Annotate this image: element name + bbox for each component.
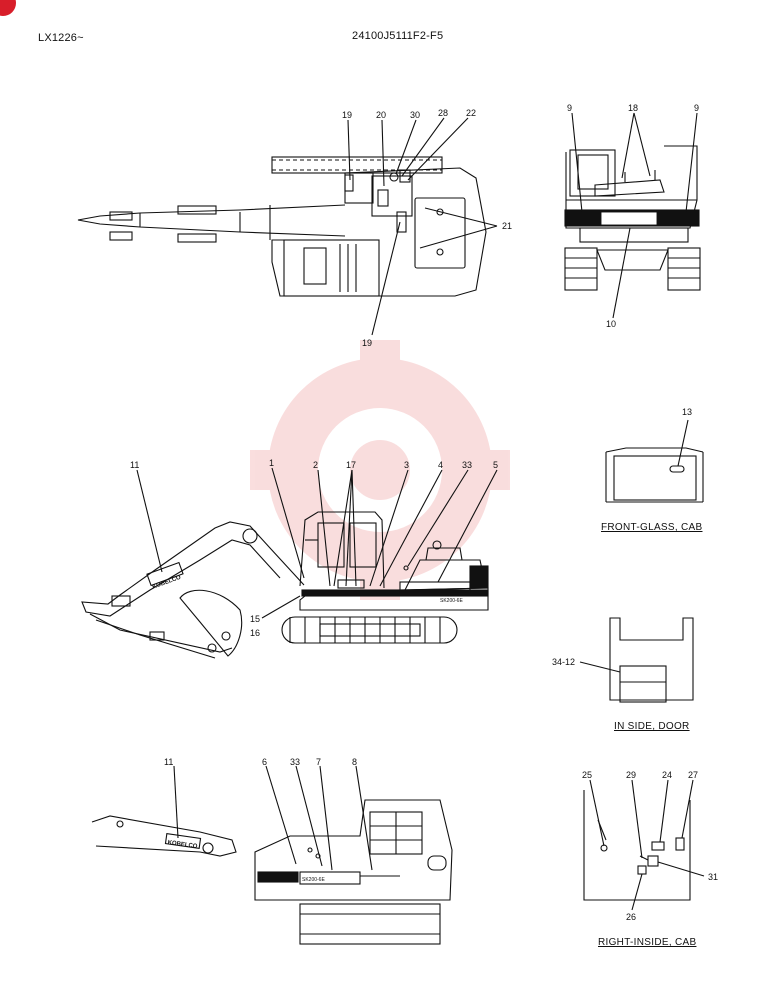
callout-number: 7 bbox=[316, 757, 321, 767]
callout-number: 1 bbox=[269, 458, 274, 468]
callout-number: 33 bbox=[462, 460, 472, 470]
callout-number: 15 bbox=[250, 614, 260, 624]
callout-number: 11 bbox=[164, 757, 173, 767]
corner-badge bbox=[0, 0, 16, 16]
callout-number: 4 bbox=[438, 460, 443, 470]
model-badge-lower: SK200-6E bbox=[302, 877, 325, 883]
top-view-machine bbox=[77, 156, 487, 297]
callout-number: 9 bbox=[567, 103, 572, 113]
callout-number: 18 bbox=[628, 103, 638, 113]
callout-number: 26 bbox=[626, 912, 636, 922]
callout-number: 10 bbox=[606, 319, 616, 329]
kobelco-decal-arm: KOBELCO bbox=[167, 840, 198, 850]
callout-number: 8 bbox=[352, 757, 357, 767]
callout-number: 19 bbox=[342, 110, 352, 120]
rear-view-machine bbox=[564, 145, 701, 291]
callout-number: 19 bbox=[362, 338, 372, 348]
callout-number: 16 bbox=[250, 628, 260, 638]
callout-number: 30 bbox=[410, 110, 420, 120]
callout-number: 21 bbox=[502, 221, 512, 231]
callout-number: 11 bbox=[130, 460, 139, 470]
caption-inside-door: IN SIDE, DOOR bbox=[614, 721, 690, 732]
callout-number: 9 bbox=[694, 103, 699, 113]
callout-number: 31 bbox=[708, 872, 718, 882]
callout-number: 29 bbox=[626, 770, 636, 780]
drawing-code-left: LX1226~ bbox=[38, 32, 84, 44]
kobelco-decal-boom: KOBELCO bbox=[152, 575, 183, 591]
drawing-part-number: 24100J5111F2-F5 bbox=[352, 30, 444, 42]
kobelco-decal-rear: KOBELCO bbox=[604, 215, 644, 224]
callout-number: 25 bbox=[582, 770, 592, 780]
model-badge-side: SK200-6E bbox=[440, 598, 463, 604]
arm-detail bbox=[91, 815, 237, 857]
caption-front-glass: FRONT-GLASS, CAB bbox=[601, 522, 703, 533]
callout-number: 13 bbox=[682, 407, 692, 417]
front-glass-cab-detail bbox=[605, 447, 704, 503]
side-view-machine bbox=[81, 511, 489, 659]
callout-number: 2 bbox=[313, 460, 318, 470]
callout-number: 24 bbox=[662, 770, 672, 780]
callout-number: 27 bbox=[688, 770, 698, 780]
callout-number: 3 bbox=[404, 460, 409, 470]
callout-number: 17 bbox=[346, 460, 356, 470]
callout-number: 5 bbox=[493, 460, 498, 470]
right-inside-cab-detail bbox=[583, 790, 691, 901]
callout-number: 28 bbox=[438, 108, 448, 118]
callout-number: 22 bbox=[466, 108, 476, 118]
callout-number: 20 bbox=[376, 110, 386, 120]
callout-number: 33 bbox=[290, 757, 300, 767]
caption-right-inside: RIGHT-INSIDE, CAB bbox=[598, 937, 697, 948]
lower-side-view bbox=[254, 799, 453, 945]
watermark-gear-icon bbox=[250, 340, 510, 600]
inside-door-detail bbox=[609, 617, 694, 703]
callout-number: 6 bbox=[262, 757, 267, 767]
callout-number: 34-12 bbox=[552, 657, 575, 667]
